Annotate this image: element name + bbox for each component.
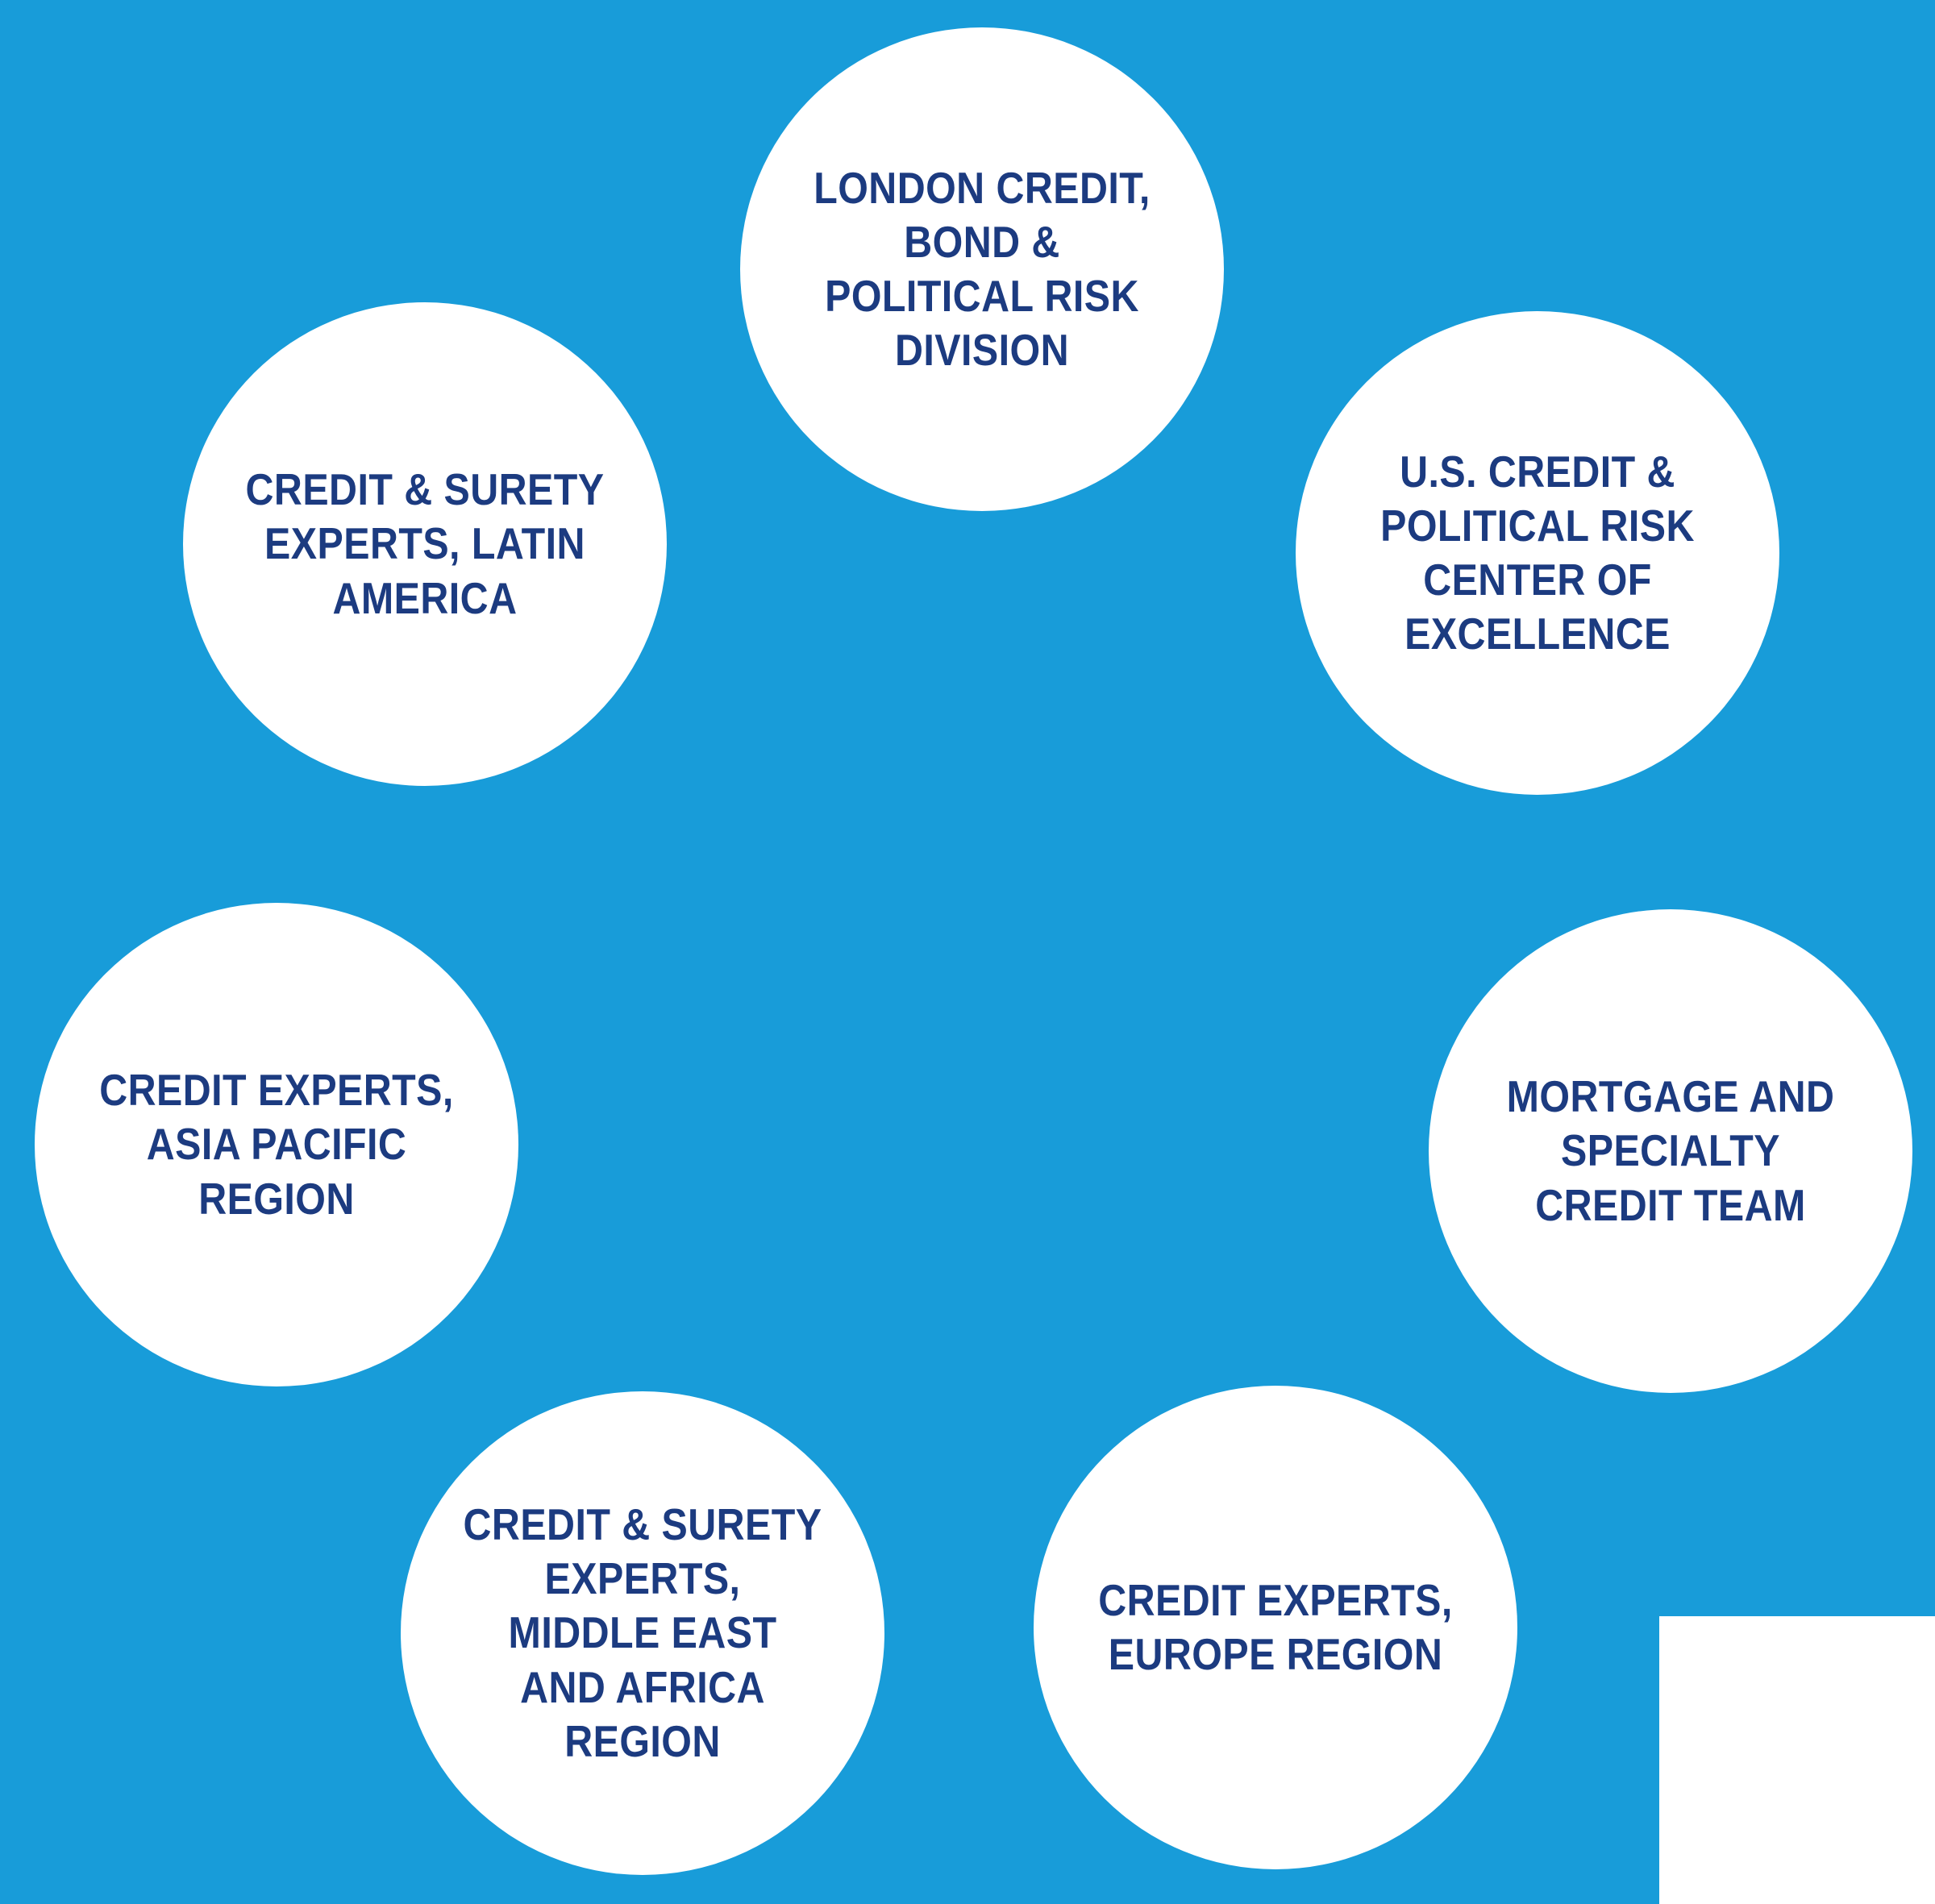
circle-label: CREDIT & SURETY EXPERTS, LATIN AMERICA [245,464,605,623]
circle-credit-experts-asia-pacific-region: CREDIT EXPERTS, ASIA PACIFIC REGION [35,903,518,1386]
circle-label: U.S. CREDIT & POLITICAL RISK CENTER OF E… [1380,446,1695,659]
circle-us-credit-political-risk-center-of-excellence: U.S. CREDIT & POLITICAL RISK CENTER OF E… [1296,311,1779,795]
circle-label: CREDIT & SURETY EXPERTS, MIDDLE EAST AND… [463,1499,822,1766]
circle-label: MORTGAGE AND SPECIALTY CREDIT TEAM [1506,1071,1835,1230]
circle-label: CREDIT EXPERTS, EUROPE REGION [1098,1574,1453,1679]
circle-mortgage-and-specialty-credit-team: MORTGAGE AND SPECIALTY CREDIT TEAM [1429,909,1912,1393]
circle-label: LONDON CREDIT, BOND & POLITICAL RISK DIV… [814,162,1151,376]
circle-credit-surety-experts-latin-america: CREDIT & SURETY EXPERTS, LATIN AMERICA [183,302,667,786]
circle-credit-surety-experts-middle-east-africa-region: CREDIT & SURETY EXPERTS, MIDDLE EAST AND… [401,1391,884,1875]
circle-credit-experts-europe-region: CREDIT EXPERTS, EUROPE REGION [1034,1386,1517,1869]
circle-london-credit-bond-political-risk-division: LONDON CREDIT, BOND & POLITICAL RISK DIV… [740,27,1224,511]
circle-label: CREDIT EXPERTS, ASIA PACIFIC REGION [99,1065,454,1224]
white-corner-block [1659,1616,1935,1904]
